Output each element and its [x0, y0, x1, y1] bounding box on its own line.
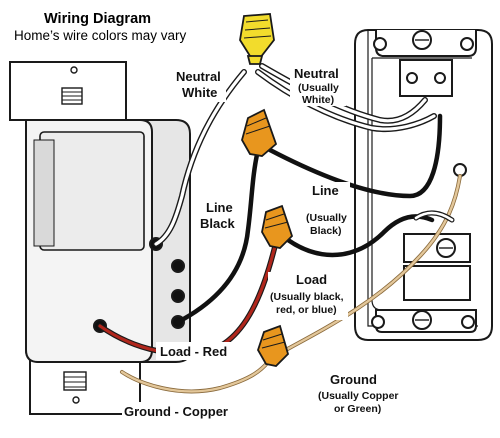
- label-line-black: Line Black: [198, 198, 240, 232]
- diagram-subtitle: Home’s wire colors may vary: [14, 28, 187, 43]
- label-ground-box-line1: Ground: [330, 372, 377, 387]
- label-line-box: Line (Usually Black): [302, 182, 350, 238]
- label-line-box-line3: Black): [310, 225, 342, 237]
- label-ground-box-line2: (Usually Copper: [318, 390, 399, 402]
- label-load-box-line2: (Usually black,: [270, 291, 344, 303]
- label-load-red: Load - Red: [156, 342, 232, 360]
- label-neutral-box-line1: Neutral: [294, 66, 339, 81]
- label-ground-box: Ground (Usually Copper or Green): [316, 370, 400, 416]
- label-line-box-line2: (Usually: [306, 212, 347, 224]
- wire-nut-orange-load: [261, 204, 294, 249]
- label-neutral-white-line1: Neutral: [176, 69, 221, 84]
- label-line-black-line2: Black: [200, 216, 235, 231]
- wire-nut-orange-ground: [257, 324, 290, 367]
- wire-nut-orange-line: [241, 108, 278, 157]
- label-ground-copper-text: Ground - Copper: [124, 404, 228, 419]
- label-neutral-box-line3: White): [302, 94, 334, 106]
- diagram-title: Wiring Diagram: [44, 11, 151, 27]
- label-line-box-line1: Line: [312, 183, 339, 198]
- label-neutral-box-line2: (Usually: [298, 82, 339, 94]
- label-neutral-box: Neutral (Usually White): [290, 66, 346, 106]
- label-load-red-text: Load - Red: [160, 344, 227, 359]
- label-load-box-line3: red, or blue): [276, 304, 337, 316]
- label-load-box: Load (Usually black, red, or blue): [268, 272, 348, 320]
- wires: [97, 63, 462, 394]
- label-ground-box-line3: or Green): [334, 403, 381, 415]
- label-line-black-line1: Line: [206, 200, 233, 215]
- smart-switch: [9, 61, 191, 415]
- label-neutral-white-line2: White: [182, 85, 217, 100]
- wire-nut-yellow: [239, 13, 275, 65]
- label-ground-copper: Ground - Copper: [122, 402, 238, 420]
- electrical-box: [354, 29, 493, 341]
- label-neutral-white: Neutral White: [168, 68, 226, 102]
- label-load-box-line1: Load: [296, 272, 327, 287]
